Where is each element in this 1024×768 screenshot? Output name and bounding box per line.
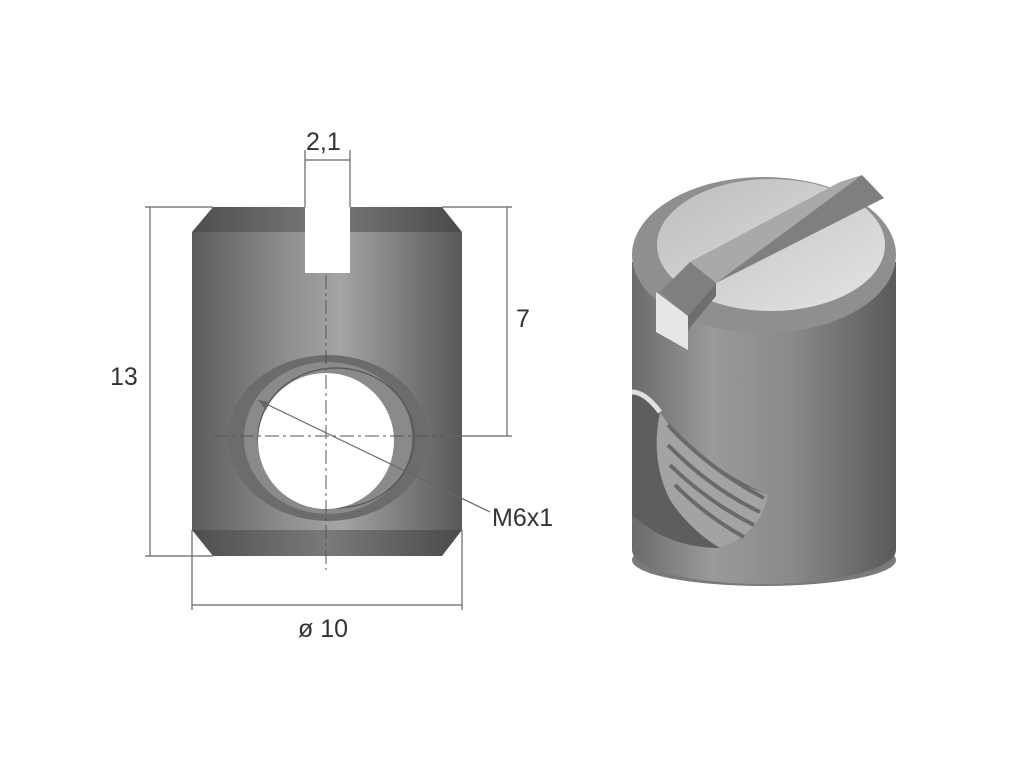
- slot-width-label: 2,1: [306, 128, 341, 156]
- screwdriver-slot: [305, 207, 350, 273]
- thread-leader: [257, 399, 491, 513]
- front-view: [192, 207, 491, 570]
- cross-hole-threads: [656, 412, 768, 548]
- side-slot-shadow: [688, 283, 716, 330]
- isometric-view: [631, 175, 896, 586]
- thread-leader-arrow: [258, 400, 270, 410]
- side-slot: [656, 292, 688, 350]
- thread-label: M6x1: [492, 504, 553, 532]
- hole-bore: [258, 373, 394, 509]
- cross-hole-edge: [631, 389, 662, 414]
- dimensions: 2,1 13 7 M6x1 ø 10: [110, 128, 553, 643]
- height-label: 13: [110, 363, 138, 391]
- bottom-chamfer: [192, 530, 462, 556]
- top-slot-floor: [690, 175, 862, 283]
- diameter-label: ø 10: [298, 615, 348, 643]
- hole-offset-label: 7: [516, 305, 530, 333]
